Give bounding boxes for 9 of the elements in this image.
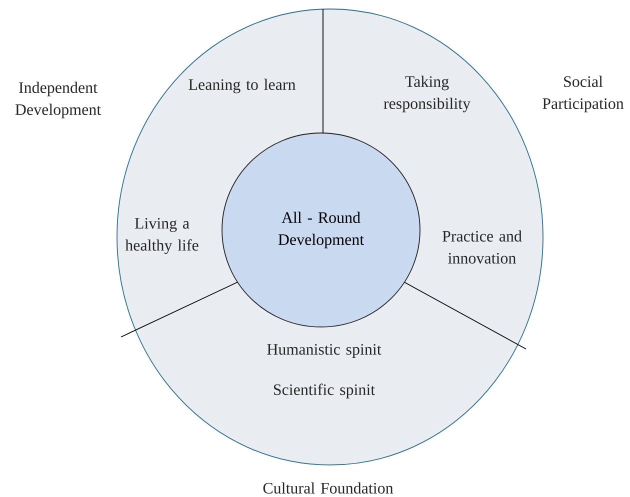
label: Humanistic spinit	[267, 344, 382, 358]
label: Independent Development	[15, 82, 101, 118]
label: Taking responsibility	[384, 76, 470, 112]
label: Leaning to learn	[188, 78, 296, 94]
label: Cultural Foundation	[263, 482, 394, 494]
label: Scientific spinit	[274, 384, 376, 398]
label: Living a healthy life	[125, 218, 198, 254]
label: Social Participation	[542, 76, 624, 112]
label: Practice and innovation	[442, 230, 522, 264]
